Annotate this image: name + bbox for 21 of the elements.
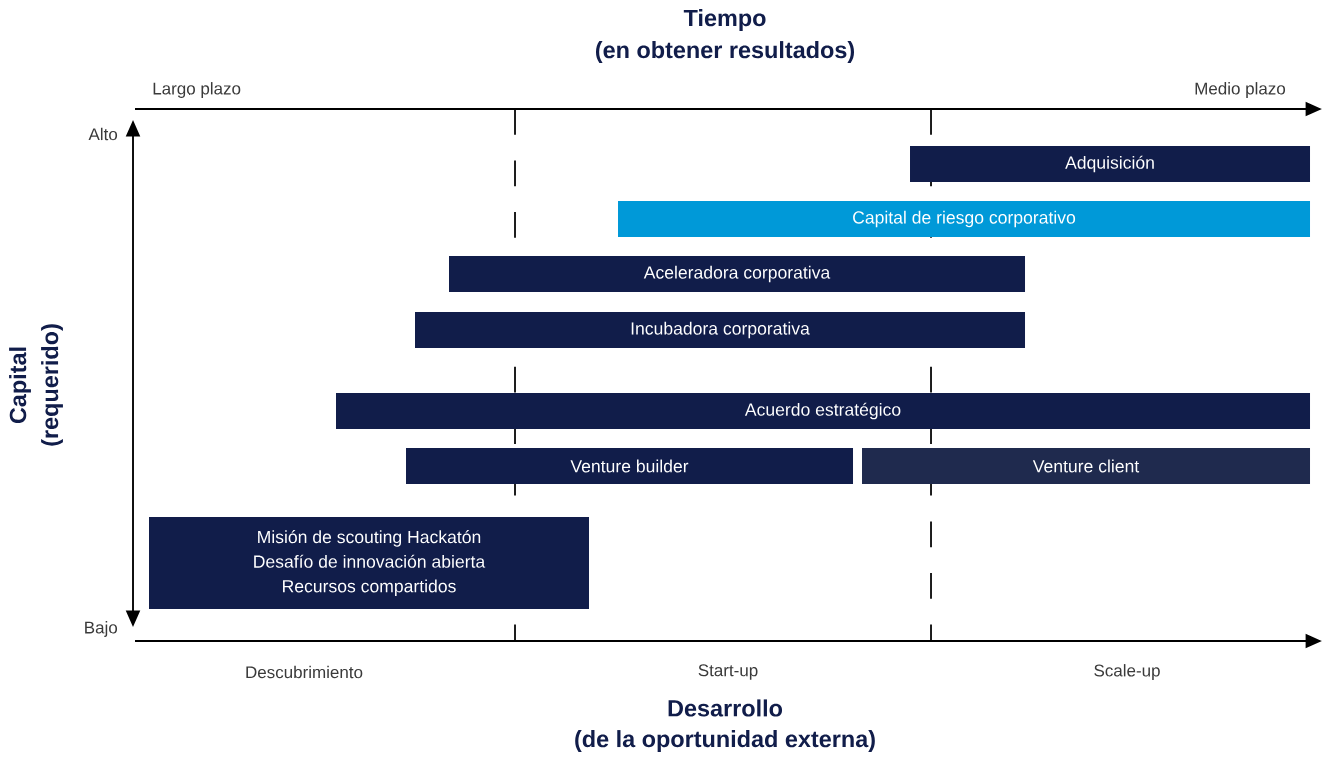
axis-title: Desarrollo (668, 699, 783, 717)
bar: Venture builder (406, 448, 853, 484)
bar: Misión de scouting Hackatón Desafío de innovación abierta Recursos compartidos (149, 517, 589, 609)
bar: Adquisición (910, 146, 1310, 182)
bar: Acuerdo estratégico (336, 393, 1310, 429)
axis-title: (de la oportunidad externa) (575, 730, 875, 752)
bar: Aceleradora corporativa (449, 256, 1025, 292)
axis-label: Descubrimiento (246, 665, 363, 679)
axis-title: (en obtener resultados) (596, 41, 854, 63)
bar: Incubadora corporativa (415, 312, 1025, 348)
axis-title: Tiempo (683, 9, 766, 31)
axis-title: Capital (9, 347, 31, 424)
axis-label: Bajo (85, 621, 118, 637)
axis-label: Scale-up (1094, 664, 1160, 680)
bar: Capital de riesgo corporativo (618, 201, 1310, 237)
axis-label: Alto (88, 127, 118, 141)
axis-label: Medio plazo (1195, 82, 1286, 98)
axis-title: (requerido) (41, 324, 63, 446)
axis-label: Start-up (698, 664, 758, 680)
bar: Venture client (862, 448, 1310, 484)
axis-label: Largo plazo (153, 82, 241, 98)
